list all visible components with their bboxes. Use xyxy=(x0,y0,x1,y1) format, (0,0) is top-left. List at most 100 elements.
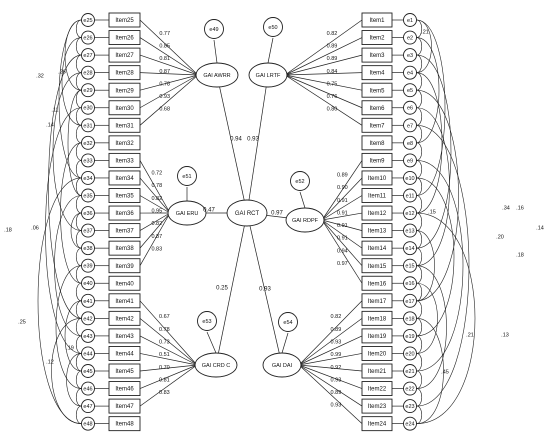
latent-central xyxy=(226,199,268,227)
latent-crdc xyxy=(194,352,238,378)
loading-path xyxy=(139,72,199,76)
disturbance-rdpf xyxy=(290,171,310,191)
error-label: e47 xyxy=(83,404,92,410)
error-label: e36 xyxy=(83,211,92,217)
error-label: e38 xyxy=(83,246,92,252)
covariance-arc-right xyxy=(416,107,450,266)
observed-item-left xyxy=(108,363,141,379)
item-label: Item16 xyxy=(368,281,387,287)
observed-item-left xyxy=(108,117,141,133)
loading-path xyxy=(298,353,363,366)
loading-label-dai: 0.93 xyxy=(331,377,342,383)
error-label: e9 xyxy=(407,158,413,164)
covariance-arc-left xyxy=(66,353,82,407)
loading-path xyxy=(139,74,199,109)
error-label: e27 xyxy=(83,53,92,59)
loading-path xyxy=(139,318,198,366)
covariance-label-right: .20 xyxy=(496,234,504,240)
loading-path xyxy=(139,364,198,389)
loading-path xyxy=(284,72,363,76)
error-term-right xyxy=(403,100,417,115)
item-label: Item30 xyxy=(115,106,134,112)
item-label: Item38 xyxy=(115,246,134,252)
latent-label-awrr: GAI AWRR xyxy=(203,73,230,79)
covariance-label-left: .25 xyxy=(18,319,26,325)
covariance-arc-right xyxy=(416,300,423,319)
loading-path xyxy=(139,160,171,214)
covariance-arc-left xyxy=(52,72,82,231)
loading-label-awrr: 0.68 xyxy=(159,107,170,113)
covariance-arc-right xyxy=(416,212,476,424)
loading-path xyxy=(139,74,199,91)
loading-path xyxy=(139,74,199,126)
covariance-arc-left xyxy=(75,89,82,109)
covariance-arc-left xyxy=(75,195,82,214)
loading-path xyxy=(284,37,363,76)
disturbance-label-dai: e54 xyxy=(283,320,292,326)
observed-item-left xyxy=(108,293,141,309)
covariance-arc-right xyxy=(416,265,423,284)
covariance-arc-right xyxy=(416,177,455,337)
loading-label-awrr: 0.93 xyxy=(159,94,170,100)
observed-item-right xyxy=(361,258,393,274)
covariance-label-left: .11 xyxy=(51,107,58,113)
covariance-arc-left xyxy=(75,353,82,372)
item-label: Item48 xyxy=(115,422,134,428)
covariance-arc-left xyxy=(75,212,82,231)
error-label: e4 xyxy=(407,71,413,77)
error-term-right xyxy=(403,48,417,63)
observed-item-left xyxy=(108,65,141,81)
covariance-arc-right xyxy=(416,107,423,126)
error-label: e37 xyxy=(83,229,92,235)
item-label: Item21 xyxy=(368,369,387,375)
disturbance-path-rdpf xyxy=(299,191,306,209)
covariance-label-right: .34 xyxy=(502,205,510,211)
error-label: e1 xyxy=(407,18,413,24)
item-label: Item8 xyxy=(369,141,385,147)
loading-path xyxy=(284,54,363,76)
loading-label-rdpf: 0.90 xyxy=(337,185,348,191)
loading-label-eru: 0.83 xyxy=(151,246,162,252)
covariance-arc-right xyxy=(416,230,435,302)
covariance-arc-right xyxy=(416,89,423,109)
error-label: e31 xyxy=(83,123,92,129)
item-label: Item42 xyxy=(115,316,134,322)
covariance-arc-left xyxy=(54,195,82,337)
second-order-loading-eru: 0.47 xyxy=(203,208,215,214)
error-term-left xyxy=(81,311,95,326)
error-label: e12 xyxy=(405,211,414,217)
item-label: Item6 xyxy=(369,106,385,112)
error-term-right xyxy=(403,293,417,308)
item-label: Item4 xyxy=(369,71,385,77)
error-term-right xyxy=(403,118,417,133)
error-label: e35 xyxy=(83,193,92,199)
item-label: Item27 xyxy=(115,53,134,59)
item-label: Item46 xyxy=(115,387,134,393)
disturbance-awrr xyxy=(204,19,224,39)
covariance-arc-left xyxy=(75,318,82,337)
error-label: e19 xyxy=(405,334,414,340)
covariance-arc-left xyxy=(75,37,82,56)
error-term-right xyxy=(403,276,417,291)
error-label: e26 xyxy=(83,36,92,42)
loading-path xyxy=(321,219,363,249)
loading-label-dai: 0.93 xyxy=(331,403,342,409)
covariance-arc-right xyxy=(416,19,423,38)
loading-label-eru: 0.82 xyxy=(151,196,162,202)
error-term-left xyxy=(81,65,95,80)
covariance-arc-left xyxy=(75,72,82,91)
error-label: e39 xyxy=(83,264,92,270)
observed-item-right xyxy=(361,328,393,344)
observed-item-left xyxy=(108,152,141,168)
covariance-arc-right xyxy=(416,195,423,214)
covariance-arc-right xyxy=(416,160,423,179)
loading-label-dai: 0.99 xyxy=(331,352,342,358)
error-label: e25 xyxy=(83,18,92,24)
observed-item-right xyxy=(361,310,393,326)
loading-path xyxy=(298,364,363,372)
loading-path xyxy=(139,19,199,76)
covariance-arc-right xyxy=(416,54,423,73)
loading-path xyxy=(284,74,363,109)
item-label: Item7 xyxy=(369,123,385,129)
loading-label-rdpf: 0.97 xyxy=(337,261,348,267)
